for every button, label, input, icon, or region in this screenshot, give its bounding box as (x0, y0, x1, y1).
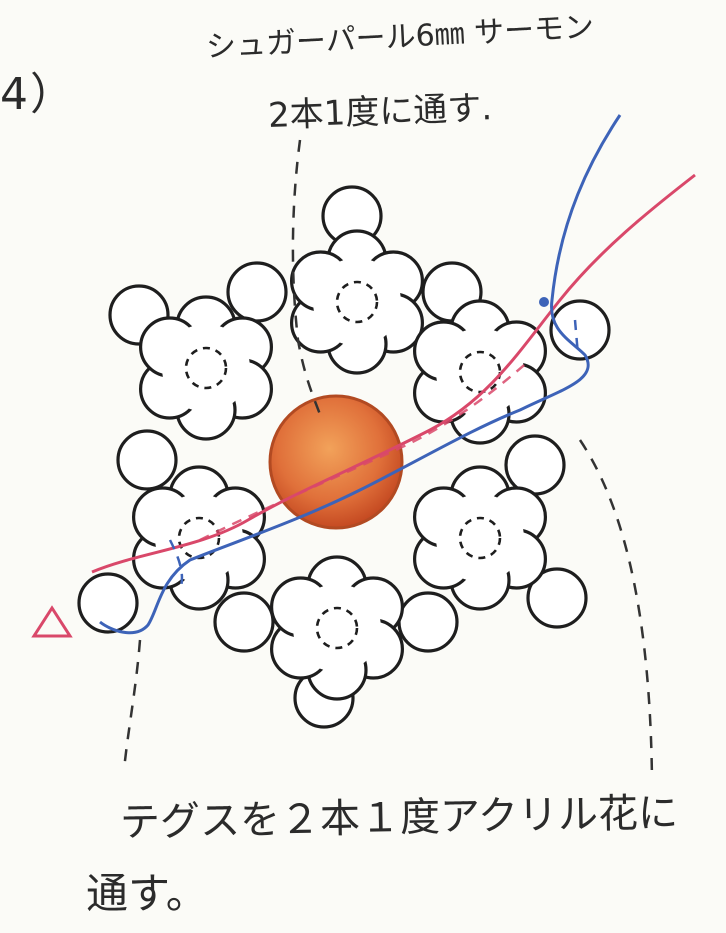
acrylic-flower (272, 557, 403, 699)
step-number: 4） (0, 58, 76, 122)
acrylic-flower (415, 467, 546, 609)
small-bead (215, 593, 273, 651)
acrylic-flower (141, 297, 272, 439)
small-bead (506, 436, 564, 494)
start-marker-triangle-icon (34, 608, 70, 636)
small-bead (228, 263, 286, 321)
wire-cross-dot (539, 297, 549, 307)
acrylic-flower (292, 231, 423, 373)
note-pearl-instruction: 2本1度に通す. (267, 80, 493, 137)
center-sugar-pearl (270, 396, 402, 528)
small-bead (79, 574, 137, 632)
note-wire-instruction-line2: 通す。 (86, 860, 208, 921)
leader-line-bottom-right (580, 440, 652, 780)
note-wire-instruction-line1: テグスを２本１度アクリル花に (119, 780, 678, 848)
acrylic-flower (415, 301, 546, 443)
small-bead (399, 593, 457, 651)
leader-line-bottom-left (124, 640, 140, 770)
small-bead (118, 431, 176, 489)
